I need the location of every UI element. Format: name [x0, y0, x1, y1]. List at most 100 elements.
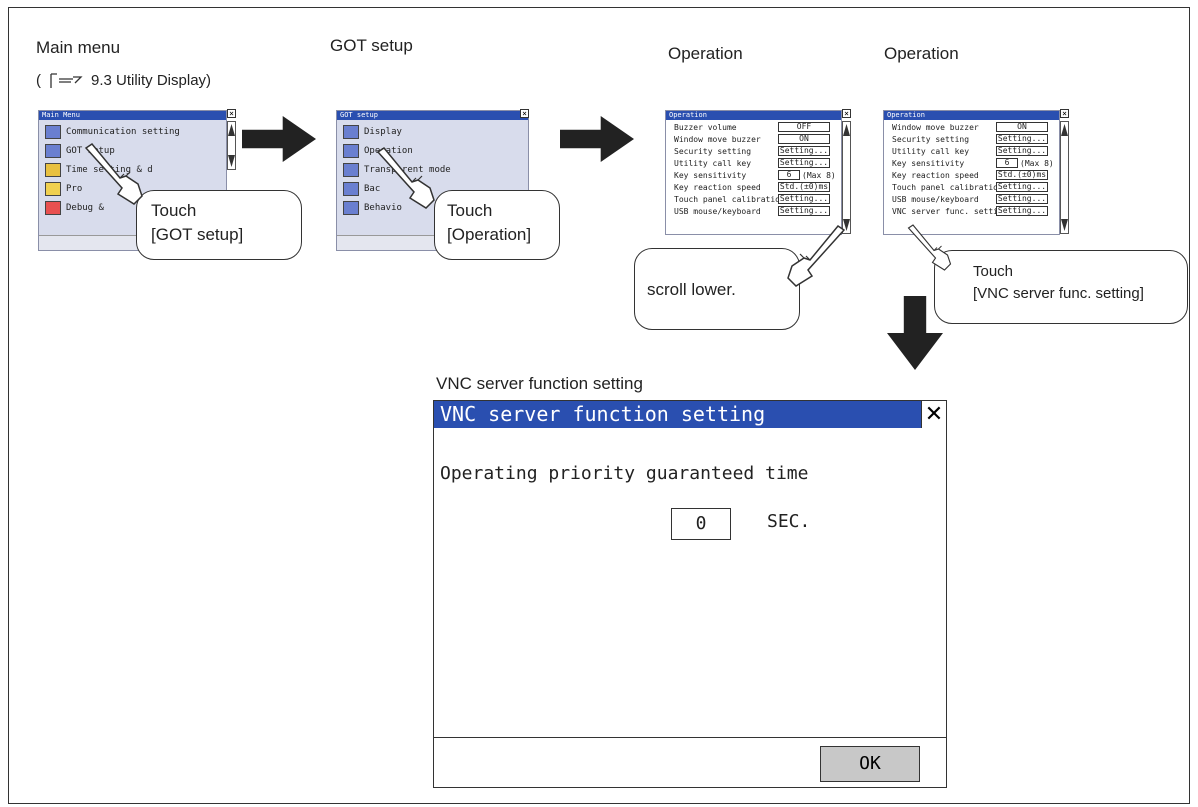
close-icon[interactable]: ×	[227, 109, 236, 118]
setting-row: Key reaction speed Std.(±0)ms	[674, 182, 839, 193]
setting-row: Key reaction speed Std.(±0)ms	[892, 170, 1057, 181]
reference-open-paren: (	[36, 72, 41, 89]
got-setup-icon	[45, 144, 61, 158]
pointing-hand-icon	[787, 224, 846, 287]
figure-frame	[8, 7, 1190, 804]
setting-value-button[interactable]: Setting...	[996, 194, 1048, 204]
setting-label: Window move buzzer	[892, 123, 979, 132]
setting-label: USB mouse/keyboard	[892, 195, 979, 204]
callout-touch-vnc: Touch [VNC server func. setting]	[934, 250, 1188, 324]
priority-time-unit: SEC.	[767, 511, 811, 532]
setting-value-button[interactable]: Setting...	[778, 158, 830, 168]
callout-scroll: scroll lower.	[634, 248, 800, 330]
caption-vnc: VNC server function setting	[436, 374, 643, 393]
behavior-icon	[343, 201, 359, 215]
setting-value-button[interactable]: 6	[778, 170, 800, 180]
menu-item-operation[interactable]: Operation	[343, 144, 413, 158]
callout-touch-operation: Touch [Operation]	[434, 190, 560, 260]
setting-value-button[interactable]: OFF	[778, 122, 830, 132]
setting-row: Buzzer volume OFF	[674, 122, 839, 133]
operation-2-scrollbar[interactable]	[1060, 121, 1069, 234]
setting-label: Key sensitivity	[674, 171, 747, 180]
transparent-mode-icon	[343, 163, 359, 177]
setting-value-button[interactable]: Setting...	[778, 146, 830, 156]
manual-reference: ( 9.3 Utility Display)	[36, 72, 211, 89]
setting-label: Buzzer volume	[674, 123, 737, 132]
setting-label: Key reaction speed	[892, 171, 979, 180]
setting-row: USB mouse/keyboard Setting...	[892, 194, 1057, 205]
setting-label: VNC server func. setting	[892, 207, 1008, 216]
setting-row: Window move buzzer ON	[674, 134, 839, 145]
setting-value-button[interactable]: Setting...	[996, 134, 1048, 144]
setting-value-button[interactable]: ON	[778, 134, 830, 144]
menu-item-program[interactable]: Pro	[45, 182, 82, 196]
setting-label: Window move buzzer	[674, 135, 761, 144]
communication-icon	[45, 125, 61, 139]
setting-row: Security setting Setting...	[674, 146, 839, 157]
priority-time-input[interactable]: 0	[671, 508, 731, 540]
pointing-hand-icon	[907, 224, 952, 271]
priority-time-label: Operating priority guaranteed time	[440, 463, 809, 484]
setting-label: Security setting	[674, 147, 752, 156]
setting-extra: (Max 8)	[802, 171, 836, 180]
menu-item-display[interactable]: Display	[343, 125, 402, 139]
close-icon[interactable]: ×	[1060, 109, 1069, 118]
caption-operation-2: Operation	[884, 44, 959, 63]
close-icon[interactable]: ×	[842, 109, 851, 118]
setting-row: USB mouse/keyboard Setting...	[674, 206, 839, 217]
clock-icon	[45, 163, 61, 177]
setting-value-button[interactable]: Setting...	[778, 194, 830, 204]
setting-value-button[interactable]: Setting...	[778, 206, 830, 216]
operation-1-titlebar: Operation ×	[666, 109, 851, 120]
operation-1-scrollbar[interactable]	[842, 121, 851, 234]
menu-item-communication[interactable]: Communication setting	[45, 125, 180, 139]
setting-value-button[interactable]: Std.(±0)ms	[778, 182, 830, 192]
vnc-dialog-title: VNC server function setting	[434, 401, 946, 428]
setting-label: Utility call key	[674, 159, 752, 168]
setting-extra: (Max 8)	[1020, 159, 1054, 168]
setting-label: Touch panel calibration	[892, 183, 1003, 192]
setting-row: Utility call key Setting...	[892, 146, 1057, 157]
vnc-dialog-footer: OK	[434, 737, 946, 787]
setting-value-button[interactable]: Setting...	[996, 182, 1048, 192]
main-menu-titlebar: Main Menu ×	[39, 109, 236, 120]
backup-icon	[343, 182, 359, 196]
menu-item-backup[interactable]: Bac	[343, 182, 380, 196]
setting-row: Utility call key Setting...	[674, 158, 839, 169]
display-icon	[343, 125, 359, 139]
menu-item-debug[interactable]: Debug &	[45, 201, 104, 215]
pointing-hand-icon	[84, 142, 143, 205]
menu-item-transparent[interactable]: Transparent mode	[343, 163, 451, 177]
setting-value-button[interactable]: Std.(±0)ms	[996, 170, 1048, 180]
caption-main-menu: Main menu	[36, 38, 121, 57]
caption-operation-1: Operation	[668, 44, 743, 63]
setting-value-button[interactable]: 6	[996, 158, 1018, 168]
caption-got-setup: GOT setup	[330, 36, 413, 55]
close-icon[interactable]: ✕	[921, 401, 946, 428]
screen-operation-1: Operation × Buzzer volume OFF Window move …	[665, 109, 851, 235]
setting-label: USB mouse/keyboard	[674, 207, 761, 216]
setting-label: Utility call key	[892, 147, 970, 156]
main-menu-scrollbar[interactable]	[227, 121, 236, 170]
menu-item-behavior[interactable]: Behavio	[343, 201, 402, 215]
folder-icon	[45, 182, 61, 196]
got-setup-titlebar: GOT setup ×	[337, 109, 529, 120]
reference-text: 9.3 Utility Display)	[91, 72, 212, 89]
setting-row: Window move buzzer ON	[892, 122, 1057, 133]
close-icon[interactable]: ×	[520, 109, 529, 118]
debug-icon	[45, 201, 61, 215]
ok-button[interactable]: OK	[820, 746, 920, 782]
reference-book-icon	[50, 72, 83, 88]
setting-value-button[interactable]: Setting...	[996, 146, 1048, 156]
setting-value-button[interactable]: ON	[996, 122, 1048, 132]
setting-row: Key sensitivity 6(Max 8)	[674, 170, 839, 181]
operation-2-titlebar: Operation ×	[884, 109, 1069, 120]
setting-label: Key reaction speed	[674, 183, 761, 192]
operation-icon	[343, 144, 359, 158]
setting-value-button[interactable]: Setting...	[996, 206, 1048, 216]
vnc-dialog: VNC server function setting ✕ Operating …	[433, 400, 947, 788]
